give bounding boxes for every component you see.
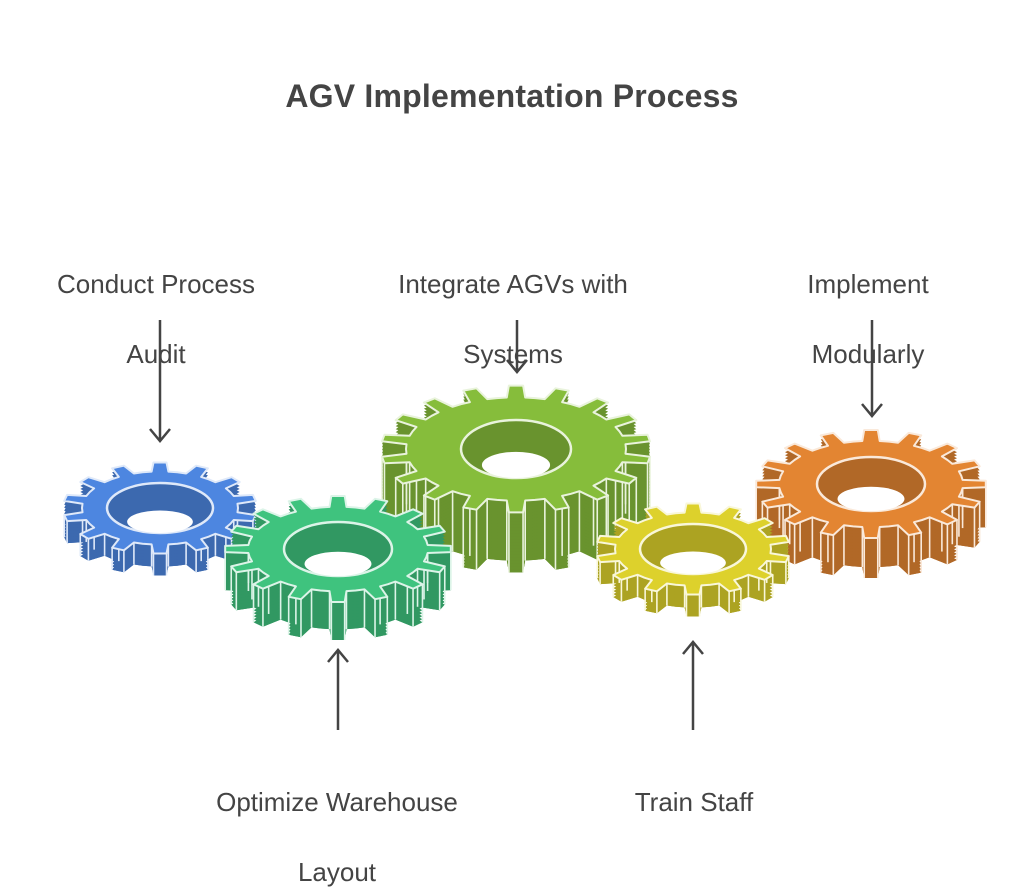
- label-line: Audit: [126, 339, 186, 369]
- gear-icon: [381, 384, 651, 573]
- label-line: Train Staff: [634, 787, 754, 817]
- label-line: Conduct Process: [57, 269, 255, 299]
- label-train-staff: Train Staff: [544, 750, 844, 855]
- label-line: Integrate AGVs with: [398, 269, 628, 299]
- gear-icon: [755, 429, 987, 578]
- gear-icon: [63, 461, 257, 576]
- label-line: Layout: [297, 857, 377, 887]
- gear-icon: [596, 502, 790, 617]
- label-line: Implement: [807, 269, 929, 299]
- gear-icon: [224, 495, 452, 641]
- label-line: Systems: [463, 339, 563, 369]
- label-integrate-agvs-with-systems: Integrate AGVs with Systems: [363, 232, 663, 407]
- diagram-title: AGV Implementation Process: [285, 78, 739, 114]
- arrow-up-icon: [682, 640, 704, 730]
- label-conduct-process-audit: Conduct Process Audit: [6, 232, 306, 407]
- label-implement-modularly: Implement Modularly: [718, 232, 1018, 407]
- arrow-down-icon: [149, 320, 171, 443]
- arrow-down-icon: [506, 320, 528, 374]
- label-line: Modularly: [811, 339, 925, 369]
- arrow-down-icon: [861, 320, 883, 418]
- label-optimize-warehouse-layout: Optimize Warehouse Layout: [187, 750, 487, 890]
- arrow-up-icon: [327, 648, 349, 730]
- label-line: Optimize Warehouse: [216, 787, 458, 817]
